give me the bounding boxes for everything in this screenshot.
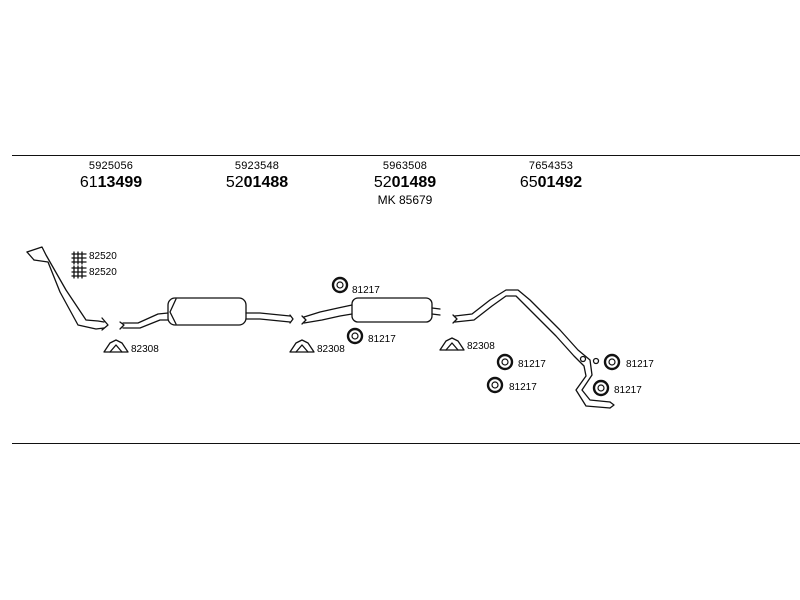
part-rear-pipe: 7654353 6501492 (506, 161, 596, 191)
ring-label: 81217 (518, 359, 546, 370)
bolt-label: 82520 (89, 251, 117, 262)
rubber-ring-icon (592, 379, 610, 397)
part-middle-silencer: 5963508 5201489 MK 85679 (360, 160, 450, 207)
bolt-label: 82520 (89, 267, 117, 278)
bolt-icon (71, 265, 87, 279)
part-number: 5201489 (373, 174, 437, 191)
part-front-pipe: 5925056 6113499 (66, 161, 156, 191)
part-number: 5201488 (225, 174, 289, 191)
part-code: 5925056 (88, 160, 134, 172)
middle-silencer-drawing (301, 297, 441, 325)
front-pipe-drawing (26, 246, 109, 331)
rubber-ring-icon (486, 376, 504, 394)
mounting-kit-number: MK 85679 (377, 193, 433, 207)
rubber-ring-icon (346, 327, 364, 345)
part-code: 5923548 (234, 160, 280, 172)
rubber-ring-icon (496, 353, 514, 371)
ring-label: 81217 (352, 285, 380, 296)
clamp-icon (439, 337, 465, 351)
rubber-ring-icon (331, 276, 349, 294)
front-silencer-drawing (119, 297, 294, 330)
ring-label: 81217 (509, 382, 537, 393)
part-code: 7654353 (528, 160, 574, 172)
bolt-icon (71, 251, 87, 265)
ring-label: 81217 (368, 334, 396, 345)
clamp-icon (103, 339, 129, 353)
clamp-label: 82308 (467, 341, 495, 352)
top-divider (12, 155, 800, 156)
clamp-label: 82308 (317, 344, 345, 355)
rear-pipe-drawing (452, 289, 615, 409)
ring-label: 81217 (614, 385, 642, 396)
part-number: 6501492 (519, 174, 583, 191)
clamp-label: 82308 (131, 344, 159, 355)
bottom-divider (12, 443, 800, 444)
ring-label: 81217 (626, 359, 654, 370)
rubber-ring-icon (603, 353, 621, 371)
clamp-icon (289, 339, 315, 353)
part-front-silencer: 5923548 5201488 (212, 161, 302, 191)
part-code: 5963508 (382, 160, 428, 172)
part-number: 6113499 (79, 174, 143, 191)
